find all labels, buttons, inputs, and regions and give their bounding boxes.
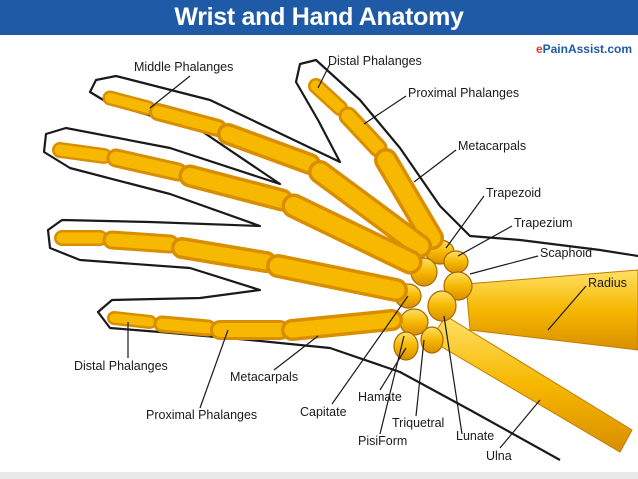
hand-outline: [42, 58, 638, 461]
page-title: Wrist and Hand Anatomy: [174, 3, 464, 31]
label-scaphoid: Scaphoid: [540, 246, 593, 260]
label-trapezoid: Trapezoid: [486, 186, 542, 200]
trapezium-bone: [443, 250, 469, 274]
label-hamate: Hamate: [358, 390, 402, 404]
label-metacarpals-bottom: Metacarpals: [230, 370, 299, 384]
pisiform-bone: [393, 331, 419, 361]
label-pisiform: PisiForm: [358, 434, 408, 448]
brand-logo: ePainAssist.com: [536, 42, 632, 56]
ulna-bone: [429, 315, 633, 453]
label-middle-phalanges: Middle Phalanges: [134, 60, 234, 74]
lunate-lower-bone: [420, 326, 444, 354]
label-capitate: Capitate: [300, 405, 347, 419]
label-proximal-phalanges-top: Proximal Phalanges: [408, 86, 520, 100]
finger-bones: [52, 78, 444, 341]
title-bar: Wrist and Hand Anatomy: [0, 0, 638, 35]
leader-lines: [127, 63, 587, 449]
brand-prefix: e: [535, 42, 543, 56]
label-proximal-phalanges-bottom: Proximal Phalanges: [146, 408, 258, 422]
label-radius: Radius: [588, 276, 627, 290]
label-lunate: Lunate: [456, 429, 495, 443]
scaphoid-bone: [443, 271, 473, 301]
lunate-bone: [427, 290, 457, 322]
label-metacarpals-top: Metacarpals: [458, 139, 527, 153]
label-distal-phalanges-top: Distal Phalanges: [328, 54, 422, 68]
brand-name: PainAssist.com: [542, 42, 632, 56]
label-distal-phalanges-bottom: Distal Phalanges: [74, 359, 168, 373]
bottom-divider: [0, 472, 638, 479]
label-triquetral: Triquetral: [392, 416, 445, 430]
radius-bone: [465, 269, 638, 351]
label-ulna: Ulna: [486, 449, 512, 463]
label-trapezium: Trapezium: [514, 216, 573, 230]
